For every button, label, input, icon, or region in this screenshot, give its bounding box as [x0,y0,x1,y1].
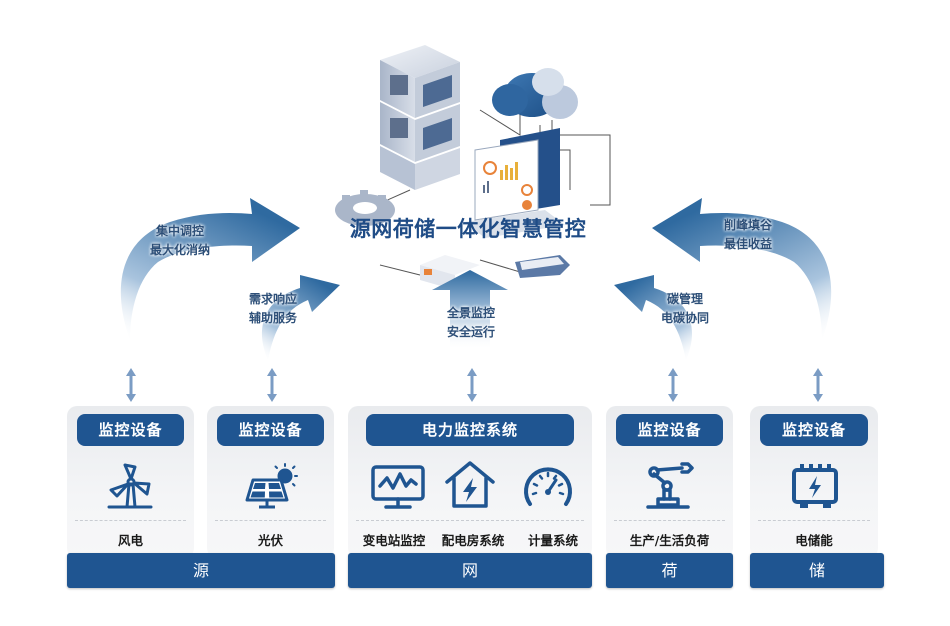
flow-label-line: 集中调控 [155,224,204,238]
flow-label-carbon-management: 碳管理 电碳协同 [650,290,720,328]
flow-label-line: 辅助服务 [248,311,297,325]
category-bar-load: 荷 [606,553,733,588]
flow-label-line: 需求响应 [248,292,297,306]
flow-arrow-carbon-management [614,275,693,360]
flow-label-centralized-control: 集中调控 最大化消纳 [135,222,225,260]
card-load: 监控设备 生产/生活负荷 [606,406,733,558]
flow-label-line: 电碳协同 [660,311,709,325]
wind-turbine-icon [107,463,153,509]
gauge-icon [524,467,572,506]
bidirectional-arrow-icon [467,368,477,402]
card-divider [215,520,326,521]
flow-label-line: 安全运行 [446,325,495,339]
card-label: 电储能 [795,533,833,548]
category-bar-grid: 网 [348,553,592,588]
battery-storage-icon [792,464,838,508]
laptop-dashboard-icon [465,128,565,238]
card-divider [75,520,186,521]
card-label: 变电站监控 [362,533,426,548]
card-wind-power: 监控设备 风电 [67,406,194,558]
flow-arrow-demand-response [261,275,340,360]
device-tray-icon [515,255,570,278]
flow-label-line: 最大化消纳 [149,243,210,257]
gear-icon [335,190,395,226]
category-bar-source: 源 [67,553,335,588]
flow-label-line: 最佳收益 [723,237,772,251]
card-label: 计量系统 [527,533,578,548]
card-header: 监控设备 [760,414,868,446]
cloud-icon [492,68,578,119]
card-header: 监控设备 [616,414,723,446]
card-solar-pv: 监控设备 光伏 [207,406,334,558]
card-divider [758,520,870,521]
flow-label-line: 削峰填谷 [723,218,772,232]
card-label: 风电 [117,533,143,548]
robot-arm-icon [646,462,694,509]
bidirectional-arrow-icon [813,368,823,402]
server-icon [380,45,460,190]
card-label: 生产/生活负荷 [629,533,710,548]
card-label: 配电房系统 [441,533,505,548]
card-divider [356,520,584,521]
card-power-monitoring-system: 电力监控系统 变电站监控 配电房系统 计量系统 [348,406,592,558]
category-bar-storage: 储 [750,553,884,588]
flow-label-demand-response: 需求响应 辅助服务 [238,290,308,328]
card-header: 监控设备 [217,414,324,446]
bidirectional-arrow-icon [267,368,277,402]
bidirectional-arrow-icon [126,368,136,402]
card-header: 监控设备 [77,414,184,446]
bidirectional-arrow-icon [668,368,678,402]
flow-arrow-panoramic-monitoring [432,270,508,350]
card-label: 光伏 [257,533,283,548]
diagram-title: 源网荷储一体化智慧管控 [349,217,587,241]
flow-label-line: 全景监控 [446,306,495,320]
card-header: 电力监控系统 [366,414,574,446]
card-divider [614,520,725,521]
flow-label-line: 碳管理 [666,292,703,306]
flow-arrow-peak-shaving [652,198,832,340]
flow-label-panoramic-monitoring: 全景监控 安全运行 [436,304,506,342]
solar-panel-icon [245,463,298,509]
flow-label-peak-shaving: 削峰填谷 最佳收益 [708,216,788,254]
monitor-waveform-icon [371,465,425,509]
flow-arrow-centralized-control [120,198,300,340]
house-lightning-icon [445,461,495,508]
control-center-illustration [335,45,611,290]
card-energy-storage: 监控设备 电储能 [750,406,878,558]
